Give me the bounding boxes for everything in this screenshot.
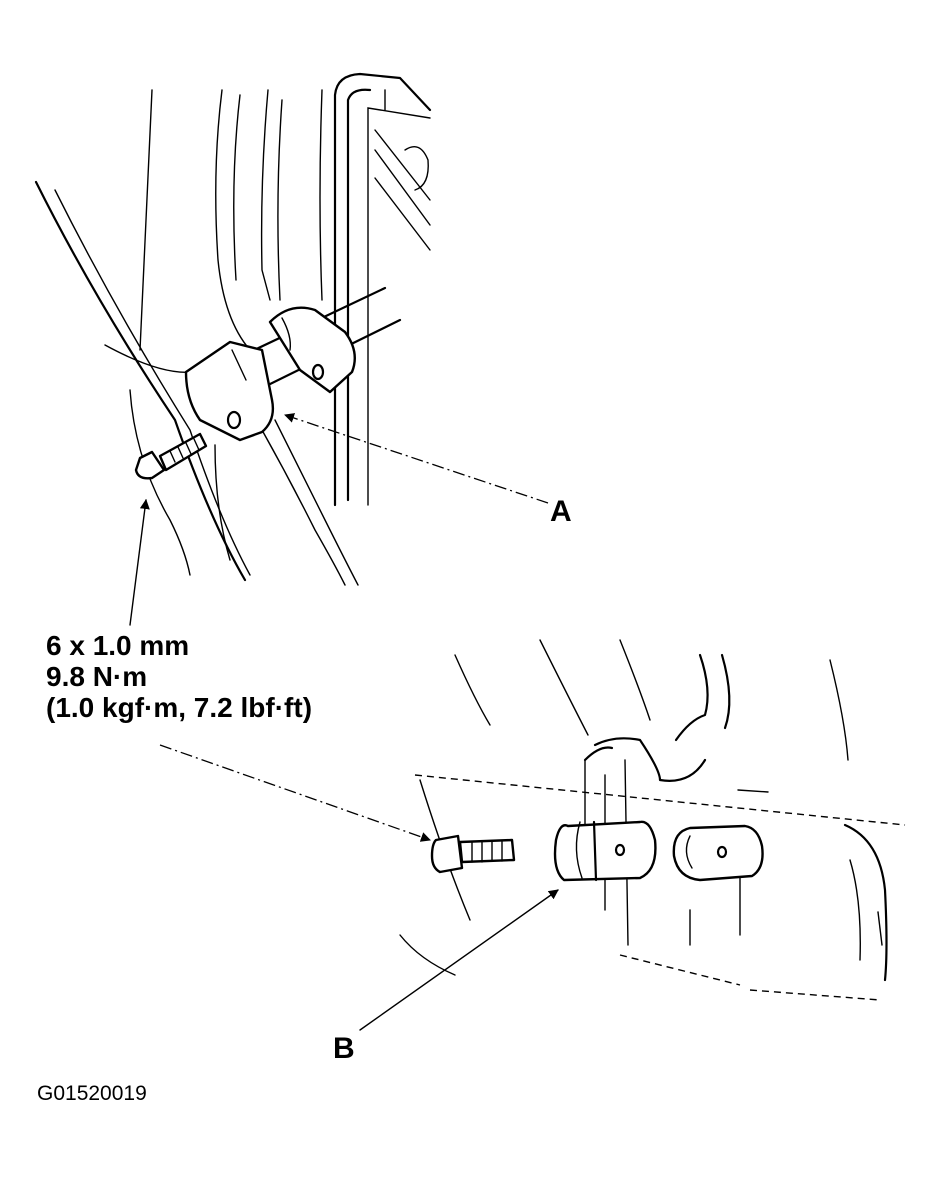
leader-lines xyxy=(129,413,559,1031)
label-b: B xyxy=(333,1032,355,1065)
bushing-holder-b xyxy=(553,820,764,882)
lower-stabilizer-link xyxy=(583,746,614,762)
bolt-torque-spec: 6 x 1.0 mm 9.8 N·m (1.0 kgf·m, 7.2 lbf·f… xyxy=(46,630,312,723)
torque-alt-units: (1.0 kgf·m, 7.2 lbf·ft) xyxy=(46,692,313,723)
upper-body-contours xyxy=(34,89,359,586)
lower-bolt xyxy=(430,834,516,874)
label-a: A xyxy=(550,495,572,528)
figure-code: G01520019 xyxy=(37,1082,147,1105)
bushing-holder-a xyxy=(184,306,356,442)
torque-nm: 9.8 N·m xyxy=(46,661,148,692)
upper-bolt xyxy=(134,432,208,480)
upper-frame-panel xyxy=(333,72,432,507)
lower-body-contours xyxy=(399,639,906,1001)
bolt-size: 6 x 1.0 mm xyxy=(46,630,190,661)
